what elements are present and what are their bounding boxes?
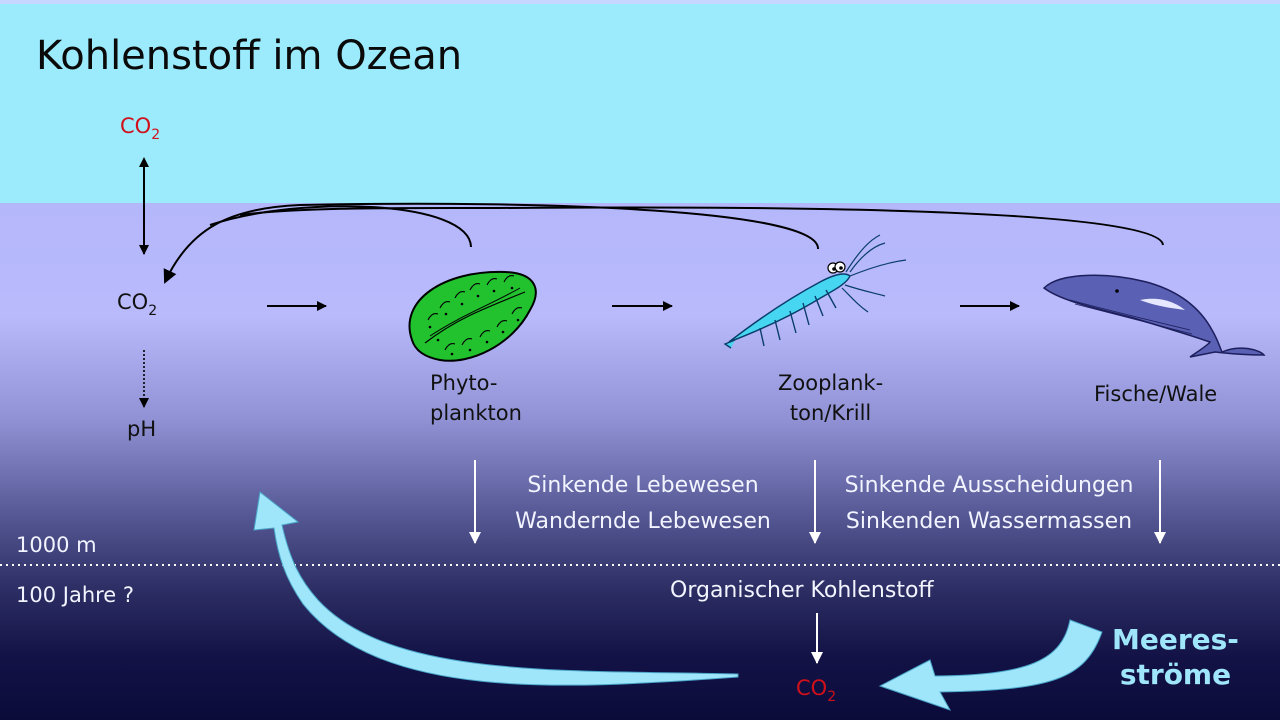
deep-co2-label: CO2 bbox=[796, 676, 837, 705]
atmosphere-co2-label: CO2 bbox=[120, 114, 161, 143]
sinking-organisms-text: Sinkende Lebewesen Wandernde Lebewesen bbox=[515, 473, 771, 534]
phytoplankton-illustration bbox=[408, 270, 537, 362]
ocean-currents-label: Meeres- ströme bbox=[1112, 623, 1239, 691]
page-title: Kohlenstoff im Ozean bbox=[36, 33, 463, 79]
krill-illustration bbox=[723, 234, 907, 349]
organic-carbon-label: Organischer Kohlenstoff bbox=[670, 578, 934, 603]
phytoplankton-label: Phyto- plankton bbox=[430, 371, 522, 425]
return-arc-fish bbox=[239, 206, 1164, 246]
depth-label: 1000 m bbox=[16, 533, 97, 557]
return-arc-zoo bbox=[163, 202, 820, 284]
ph-label: pH bbox=[127, 417, 157, 441]
return-arc-phyto bbox=[209, 205, 472, 248]
current-arrow-right bbox=[878, 619, 1103, 711]
sinking-excretions-text: Sinkende Ausscheidungen Sinkenden Wasser… bbox=[844, 473, 1134, 534]
time-label: 100 Jahre ? bbox=[16, 583, 135, 607]
sky-background bbox=[0, 0, 1280, 203]
surface-co2-label: CO2 bbox=[117, 290, 158, 319]
zooplankton-label: Zooplank- ton/Krill bbox=[778, 371, 884, 425]
whale-illustration bbox=[1042, 274, 1266, 358]
current-arrow-left bbox=[253, 491, 739, 686]
fish-whale-label: Fische/Wale bbox=[1094, 382, 1218, 406]
